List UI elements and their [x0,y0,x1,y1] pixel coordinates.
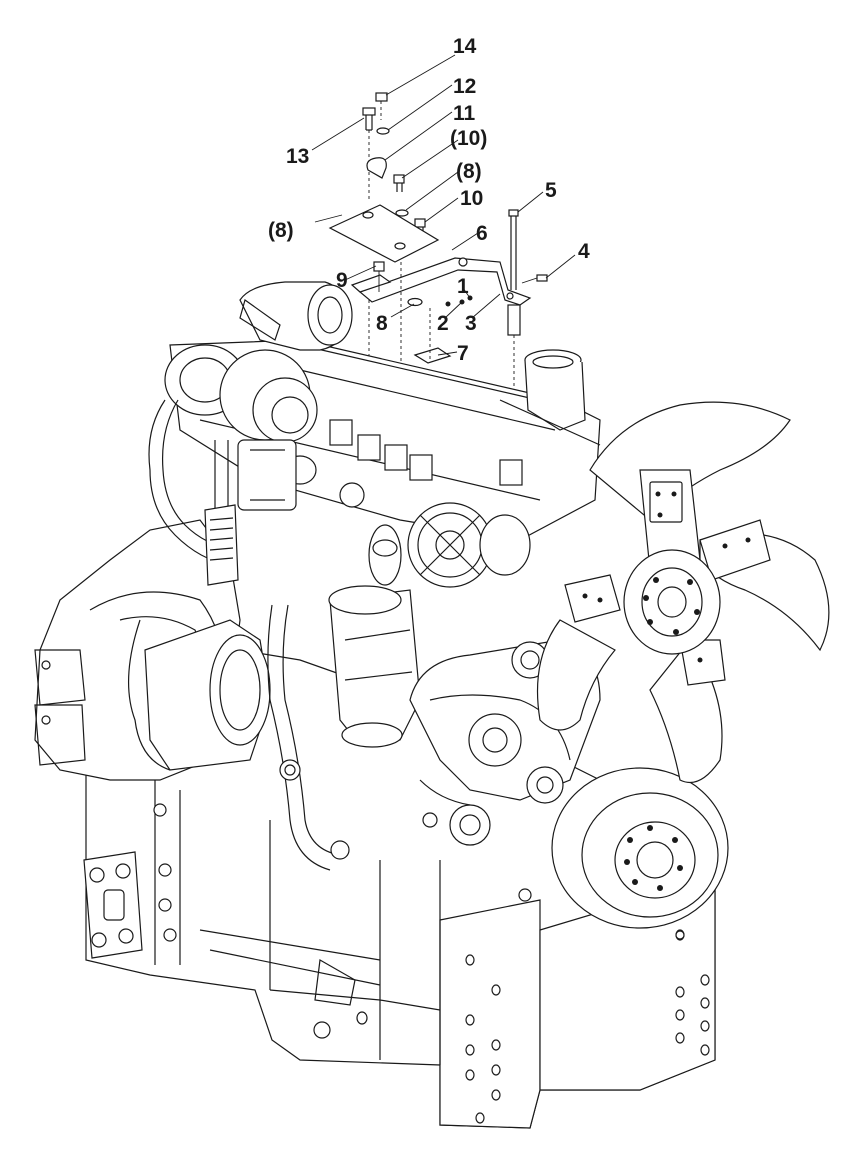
coolant-hoses [127,399,341,871]
callout-10-ref: (10) [450,127,487,150]
callout-12: 12 [453,75,476,98]
turbocharger [164,281,353,511]
callout-1: 1 [457,275,469,298]
callout-7: 7 [457,342,469,365]
washer-8 [407,297,423,307]
callout-3: 3 [465,312,477,335]
alternator [407,502,531,588]
bolt-10-top [393,174,405,192]
coolant-outlet [499,349,601,446]
callout-10: 10 [460,187,483,210]
callout-4: 4 [578,240,590,263]
bolt-4 [521,274,548,284]
callout-6: 6 [476,222,488,245]
cooling-fan [536,401,830,784]
callout-labels: 14 12 11 (10) 13 (8) 5 10 (8) 6 4 9 1 2 … [268,35,590,365]
washer-12 [376,127,390,135]
callout-8-ref-left: (8) [268,219,294,242]
washer-3 [445,301,451,307]
oil-filter [328,524,421,748]
clamp-11 [366,157,387,179]
damper-pulley [551,767,729,929]
washer-8-top [395,209,409,217]
leader-lines [311,54,576,356]
bolt-14 [375,92,388,120]
upper-plate [328,204,440,263]
callout-9: 9 [336,269,348,292]
bracket-6 [350,257,532,306]
block-fasteners [153,759,685,942]
callout-14: 14 [453,35,477,58]
callout-5: 5 [545,179,557,202]
bracket-assembly [328,92,548,450]
bolt-5 [507,209,521,450]
callout-11: 11 [453,102,476,125]
callout-8: 8 [376,312,388,335]
spacer-7 [413,347,452,364]
bolt-13 [362,107,376,200]
callout-2: 2 [437,312,449,335]
starter-motor [144,619,271,771]
callout-13: 13 [286,145,309,168]
callout-8-ref-top: (8) [456,160,482,183]
